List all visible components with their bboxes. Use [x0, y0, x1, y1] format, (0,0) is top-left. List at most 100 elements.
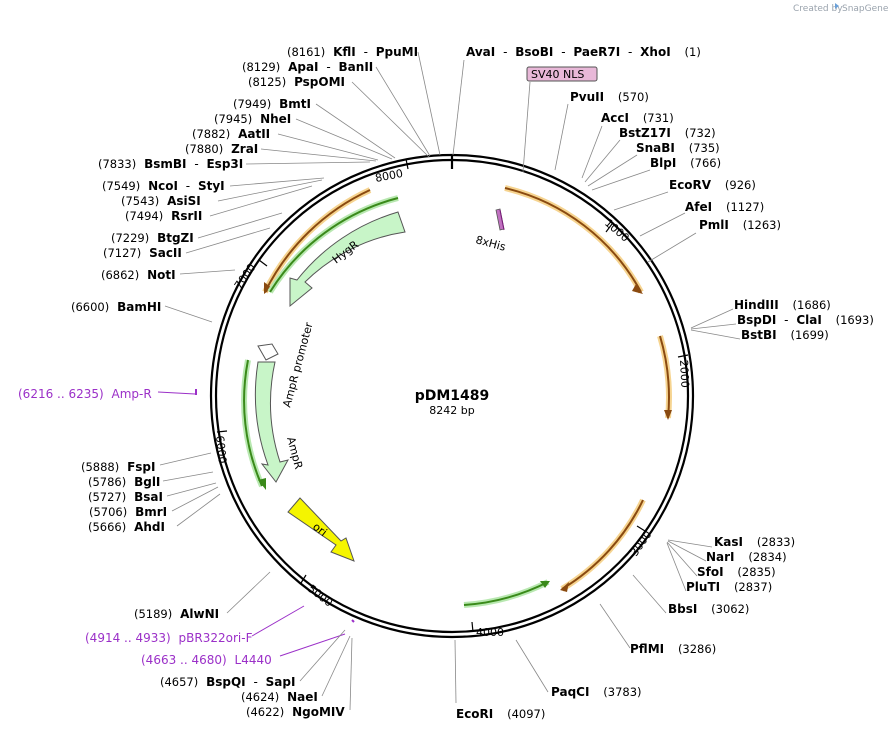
site-pos: (7833): [98, 157, 136, 171]
site-name-pspomi[interactable]: PspOMI: [294, 75, 345, 89]
site-name-bmri[interactable]: BmrI: [135, 505, 167, 519]
svg-text:(5727) BsaI: (5727) BsaI: [88, 490, 163, 504]
ampr-promoter-arrow[interactable]: [257, 343, 279, 361]
svg-text:(7549) NcoI - StyI: (7549) NcoI - StyI: [102, 179, 225, 193]
ampr-label: AmpR: [284, 435, 305, 470]
site-name-bspqi[interactable]: BspQI: [206, 675, 246, 689]
site-name-hindiii[interactable]: HindIII: [734, 298, 779, 312]
site-name-bmti[interactable]: BmtI: [279, 97, 311, 111]
site-name-asisi[interactable]: AsiSI: [167, 194, 201, 208]
svg-text:(4663 .. 4680) L4440: (4663 .. 4680) L4440: [141, 653, 272, 667]
site-name-alwni[interactable]: AlwNI: [180, 607, 219, 621]
site-name-bstz17i[interactable]: BstZ17I: [619, 126, 671, 140]
site-pos: (1686): [793, 298, 831, 312]
site-pos: (7549): [102, 179, 140, 193]
site-name-bgli[interactable]: BglI: [134, 475, 160, 489]
site-name-btgzi[interactable]: BtgZI: [157, 231, 194, 245]
primer-l4440-mark: [351, 619, 355, 623]
svg-text:PmlI (1263): PmlI (1263): [699, 218, 781, 232]
site-pos: (5727): [88, 490, 126, 504]
svg-text:(4622) NgoMIV: (4622) NgoMIV: [246, 705, 345, 719]
site-name-nhei[interactable]: NheI: [260, 112, 291, 126]
ampr-feature-arrow[interactable]: [254, 361, 289, 483]
site-sep: -: [186, 179, 190, 193]
site-name-bbsi[interactable]: BbsI: [668, 602, 697, 616]
site-name-acci[interactable]: AccI: [601, 111, 629, 125]
site-name-naei[interactable]: NaeI: [287, 690, 318, 704]
primer-range: (4914 .. 4933): [85, 631, 171, 645]
site-sep: -: [326, 60, 330, 74]
site-name-pluti[interactable]: PluTI: [686, 580, 720, 594]
site-name-pmli[interactable]: PmlI: [699, 218, 729, 232]
primer-l4440-leader: [279, 633, 346, 657]
site-name-ecorv[interactable]: EcoRV: [669, 178, 712, 192]
site-name-styi[interactable]: StyI: [198, 179, 225, 193]
ori-feature-arrow[interactable]: [287, 497, 355, 562]
site-name-bamhi[interactable]: BamHI: [117, 300, 161, 314]
site-name-bstbi[interactable]: BstBI: [741, 328, 777, 342]
site-name-afei[interactable]: AfeI: [685, 200, 712, 214]
site-name-ncoi[interactable]: NcoI: [148, 179, 178, 193]
site-name-avai[interactable]: AvaI: [466, 45, 495, 59]
site-name-fspi[interactable]: FspI: [127, 460, 155, 474]
sv40-nls-box[interactable]: [526, 66, 598, 82]
site-name-rsrii[interactable]: RsrII: [171, 209, 202, 223]
site-name-blpi[interactable]: BlpI: [650, 156, 676, 170]
site-name-ecori[interactable]: EcoRI: [456, 707, 493, 721]
site-name-bspdi[interactable]: BspDI: [737, 313, 776, 327]
created-by-text: Created by: [793, 4, 843, 14]
orf-arc-3: [561, 499, 644, 590]
site-name-snabi[interactable]: SnaBI: [636, 141, 675, 155]
site-sep: -: [253, 675, 257, 689]
site-name-bsobi[interactable]: BsoBI: [515, 45, 553, 59]
tick-label-8000: 8000: [374, 167, 404, 185]
site-pos: (3286): [678, 642, 716, 656]
site-name-esp3i[interactable]: Esp3I: [206, 157, 243, 171]
site-name-ngomiv[interactable]: NgoMIV: [292, 705, 345, 719]
hygr-feature-arrow[interactable]: [289, 211, 406, 308]
site-name-paer7i[interactable]: PaeR7I: [573, 45, 620, 59]
site-pos: (4622): [246, 705, 284, 719]
his-tag-marker[interactable]: [495, 208, 505, 231]
site-name-sapi[interactable]: SapI: [266, 675, 296, 689]
site-name-zrai[interactable]: ZraI: [231, 142, 258, 156]
svg-text:(7949) BmtI: (7949) BmtI: [233, 97, 311, 111]
site-name-kasi[interactable]: KasI: [714, 535, 743, 549]
site-name-paqci[interactable]: PaqCI: [551, 685, 589, 699]
site-name-apai[interactable]: ApaI: [288, 60, 318, 74]
site-pos: (7949): [233, 97, 271, 111]
site-name-pvuii[interactable]: PvuII: [570, 90, 604, 104]
primer-name-l4440[interactable]: L4440: [235, 653, 272, 667]
svg-text:PluTI (2837): PluTI (2837): [686, 580, 772, 594]
svg-text:SnaBI (735): SnaBI (735): [636, 141, 720, 155]
primer-name-amp-r[interactable]: Amp-R: [112, 387, 152, 401]
site-name-nari[interactable]: NarI: [706, 550, 735, 564]
site-pos: (7882): [192, 127, 230, 141]
primer-name-pbr322ori-f[interactable]: pBR322ori-F: [179, 631, 253, 645]
svg-text:(5888) FspI: (5888) FspI: [81, 460, 155, 474]
svg-text:(8161) KflI - PpuMI: (8161) KflI - PpuMI: [287, 45, 418, 59]
site-name-kfli[interactable]: KflI: [333, 45, 356, 59]
site-name-noti[interactable]: NotI: [147, 268, 176, 282]
site-name-clai[interactable]: ClaI: [796, 313, 821, 327]
orf-arc-2-arrowhead: [664, 410, 672, 420]
site-name-ahdi[interactable]: AhdI: [134, 520, 165, 534]
svg-text:(5189) AlwNI: (5189) AlwNI: [134, 607, 219, 621]
site-name-sfoi[interactable]: SfoI: [697, 565, 724, 579]
site-name-aatii[interactable]: AatII: [238, 127, 270, 141]
tick-3000: [636, 525, 646, 532]
green-arc-ampr-arrowhead: [258, 478, 266, 490]
site-name-ppumi[interactable]: PpuMI: [376, 45, 418, 59]
site-pos: (5888): [81, 460, 119, 474]
svg-text:PvuII (570): PvuII (570): [570, 90, 649, 104]
tick-label-4000: 4000: [476, 626, 504, 639]
svg-text:HindIII (1686): HindIII (1686): [734, 298, 831, 312]
site-name-bsmbi[interactable]: BsmBI: [144, 157, 186, 171]
svg-text:BstZ17I (732): BstZ17I (732): [619, 126, 716, 140]
site-name-pflmi[interactable]: PflMI: [630, 642, 664, 656]
site-name-banii[interactable]: BanII: [339, 60, 374, 74]
site-name-sacii[interactable]: SacII: [149, 246, 182, 260]
site-pos: (2837): [734, 580, 772, 594]
site-name-xhoi[interactable]: XhoI: [640, 45, 671, 59]
site-name-bsai[interactable]: BsaI: [134, 490, 163, 504]
